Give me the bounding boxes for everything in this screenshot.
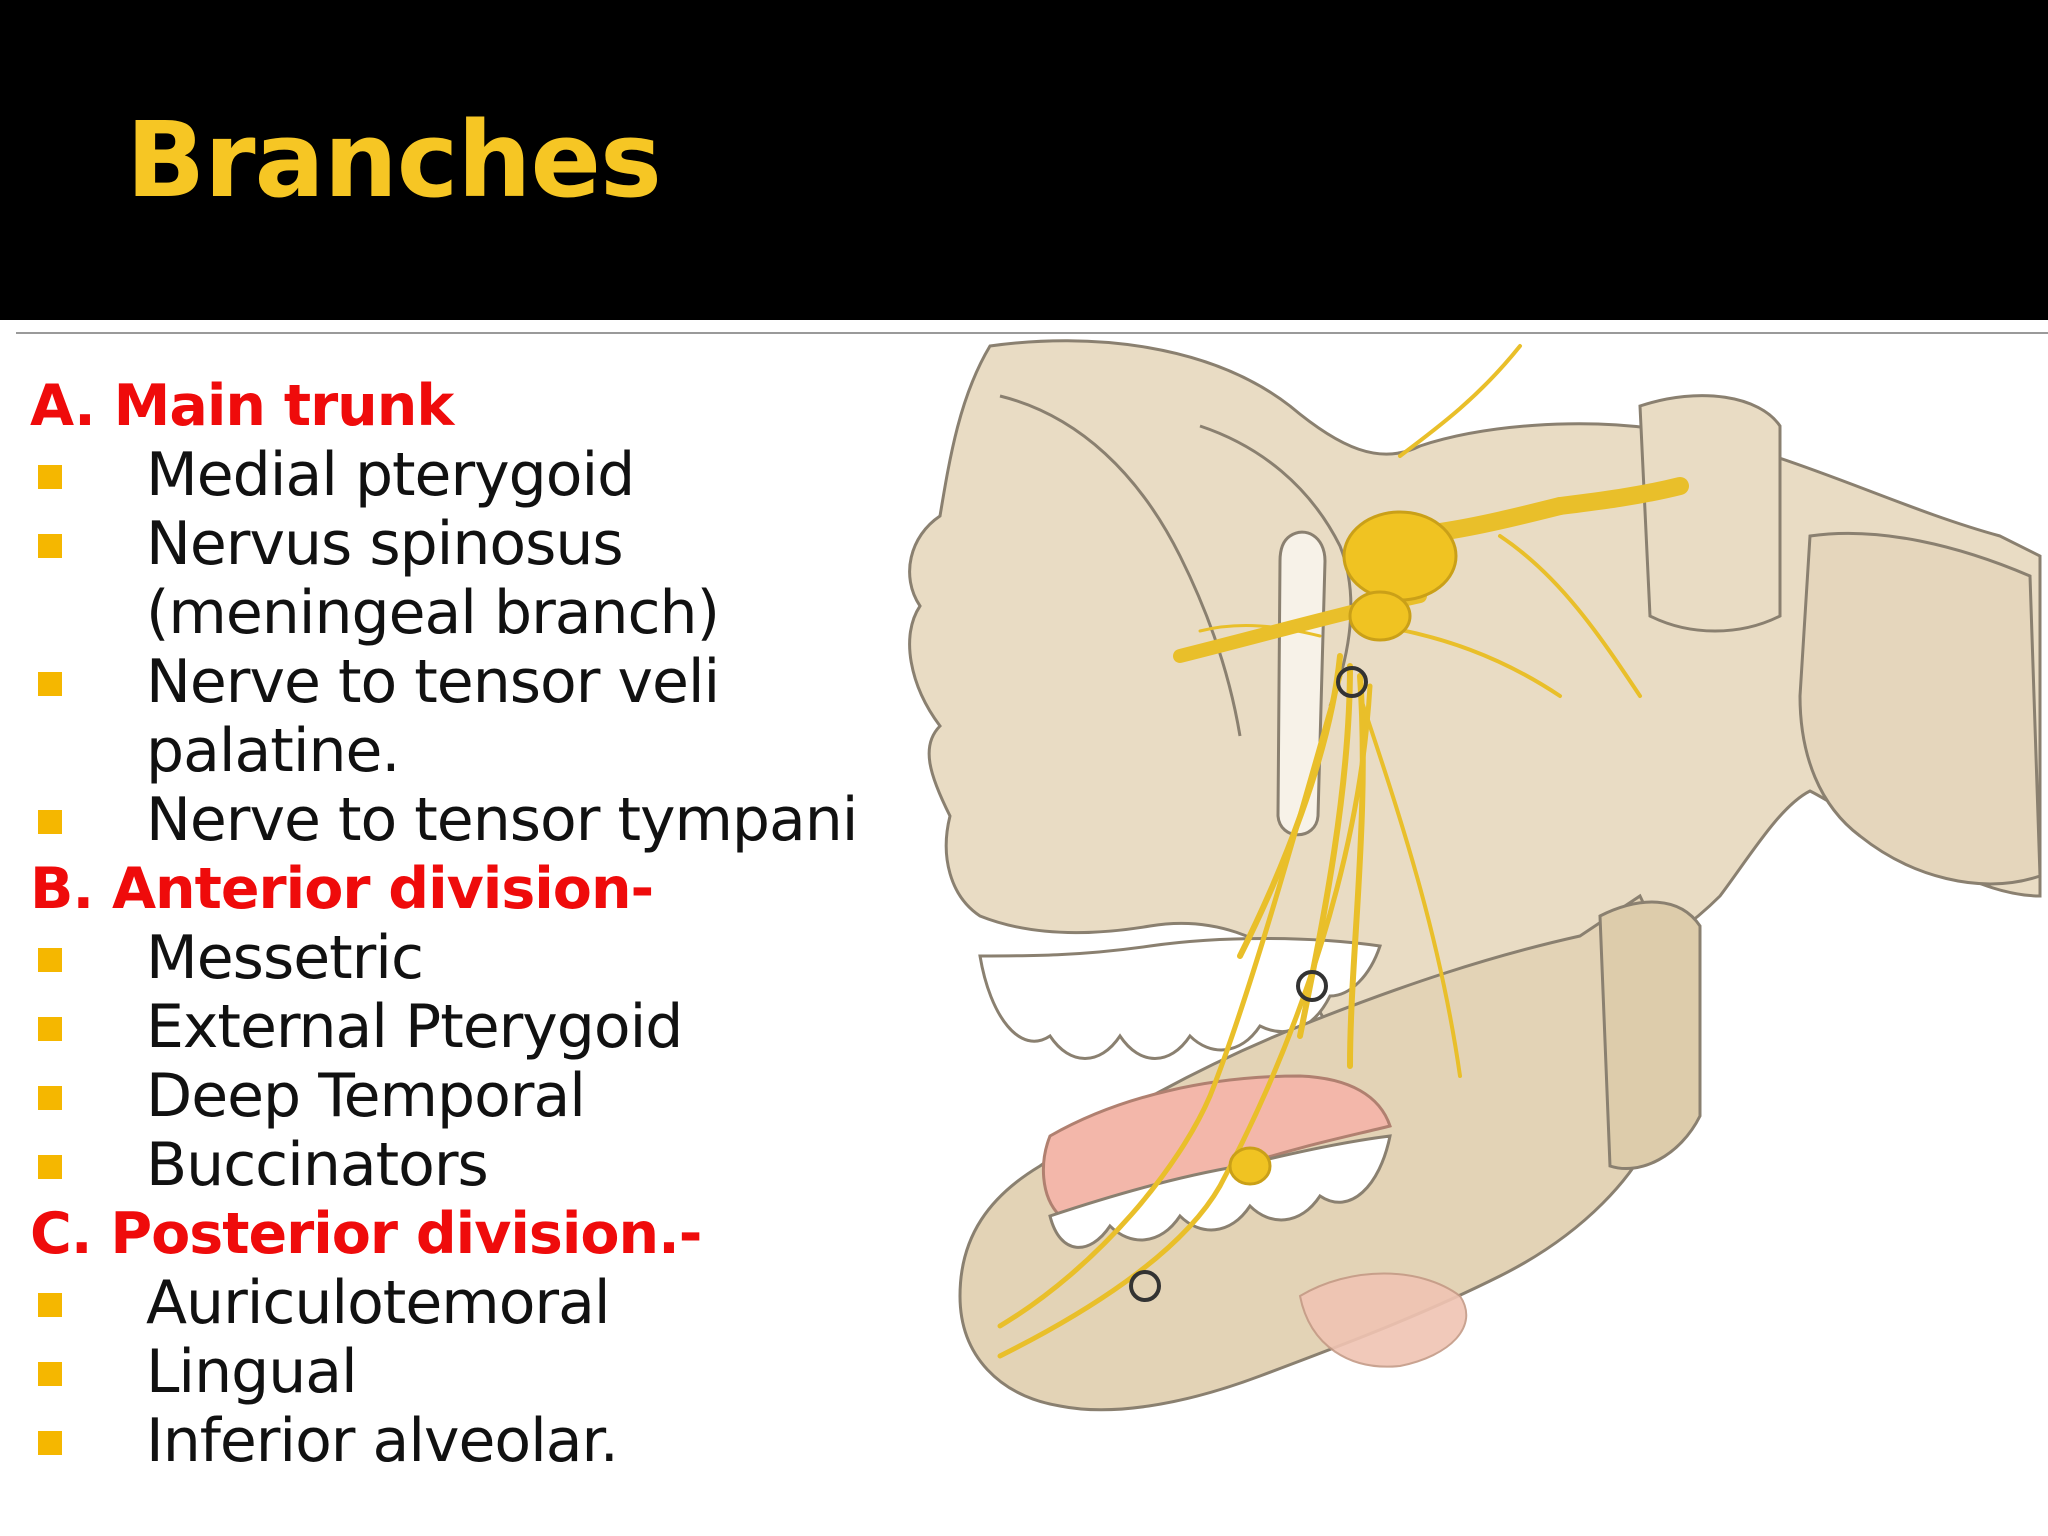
mandibular-foramen-marker	[1296, 970, 1328, 1002]
square-bullet-icon	[38, 1155, 62, 1179]
section-heading-anterior-division: B. Anterior division-	[30, 856, 654, 922]
temporal-bone	[1638, 394, 1782, 633]
list-item: Nervus spinosus (meningeal branch)	[30, 510, 870, 648]
list-item: Deep Temporal	[30, 1062, 870, 1131]
list-item-text: Nerve to tensor tympani	[146, 785, 858, 855]
otic-ganglion	[1348, 590, 1412, 642]
section-heading-posterior-division: C. Posterior division.-	[30, 1201, 702, 1267]
list-item: External Pterygoid	[30, 993, 870, 1062]
square-bullet-icon	[38, 672, 62, 696]
section-heading-main-trunk: A. Main trunk	[30, 373, 454, 439]
skull-nerve-diagram	[908, 339, 2042, 1412]
mastoid-region	[1798, 531, 2042, 886]
mandibular-nerve	[997, 344, 1689, 1359]
list-item-text-continued: (meningeal branch)	[146, 578, 720, 648]
list-item-text: External Pterygoid	[146, 992, 683, 1062]
list-item-text: Medial pterygoid	[146, 440, 635, 510]
square-bullet-icon	[38, 1362, 62, 1386]
list-item-text: Inferior alveolar.	[146, 1406, 619, 1476]
mandible-ramus	[1598, 900, 1702, 1171]
title-divider	[16, 332, 2048, 334]
list-item: Inferior alveolar.	[30, 1407, 870, 1476]
list-item: Buccinators	[30, 1131, 870, 1200]
branch-list: A. Main trunk Medial pterygoid Nervus sp…	[30, 372, 870, 1476]
list-item-text: Messetric	[146, 923, 424, 993]
mental-foramen-marker	[1129, 1270, 1161, 1302]
foramen-ovale-marker	[1336, 666, 1368, 698]
nerve-trunk-main	[1431, 497, 1569, 541]
square-bullet-icon	[38, 1431, 62, 1455]
mandibular-nerve-illustration	[880, 336, 2048, 1536]
list-item-text: Deep Temporal	[146, 1061, 586, 1131]
nerve-descending-3	[1347, 673, 1366, 1069]
list-item: Nerve to tensor veli palatine.	[30, 648, 870, 786]
nerve-lingual	[997, 673, 1343, 1329]
list-item-text: Auriculotemoral	[146, 1268, 611, 1338]
list-item: Messetric	[30, 924, 870, 993]
orbit-outline	[999, 394, 1242, 737]
square-bullet-icon	[38, 534, 62, 558]
square-bullet-icon	[38, 465, 62, 489]
list-item-text-continued: palatine.	[146, 716, 401, 786]
square-bullet-icon	[38, 1017, 62, 1041]
upper-teeth	[978, 937, 1382, 1060]
submandibular-ganglion	[1228, 1146, 1272, 1186]
list-item-text: Nervus spinosus	[146, 509, 624, 579]
zygomatic-outline	[1199, 424, 1353, 707]
list-item-text: Nerve to tensor veli	[146, 647, 720, 717]
gland-region	[1298, 1272, 1468, 1368]
list-item: Auriculotemoral	[30, 1269, 870, 1338]
square-bullet-icon	[38, 1293, 62, 1317]
list-item-text: Lingual	[146, 1337, 358, 1407]
square-bullet-icon	[38, 1086, 62, 1110]
list-item-text: Buccinators	[146, 1130, 489, 1200]
nerve-buccal	[1358, 694, 1462, 1078]
list-item: Lingual	[30, 1338, 870, 1407]
title-band: Branches	[0, 0, 2048, 320]
nerve-descending-2	[1297, 663, 1353, 1039]
list-item: Nerve to tensor tympani	[30, 786, 870, 855]
nerve-small-branch	[1198, 624, 1322, 638]
trigeminal-ganglion	[1342, 510, 1458, 602]
nerve-masseteric	[1498, 534, 1642, 698]
square-bullet-icon	[38, 810, 62, 834]
list-item: Medial pterygoid	[30, 441, 870, 510]
nerve-trunk-lateral	[1551, 477, 1689, 515]
nerve-deep-temporal	[1398, 344, 1522, 458]
zygomatic-bar	[1276, 530, 1327, 837]
square-bullet-icon	[38, 948, 62, 972]
nerve-inferior-alveolar	[997, 683, 1373, 1359]
slide-title: Branches	[126, 99, 662, 221]
